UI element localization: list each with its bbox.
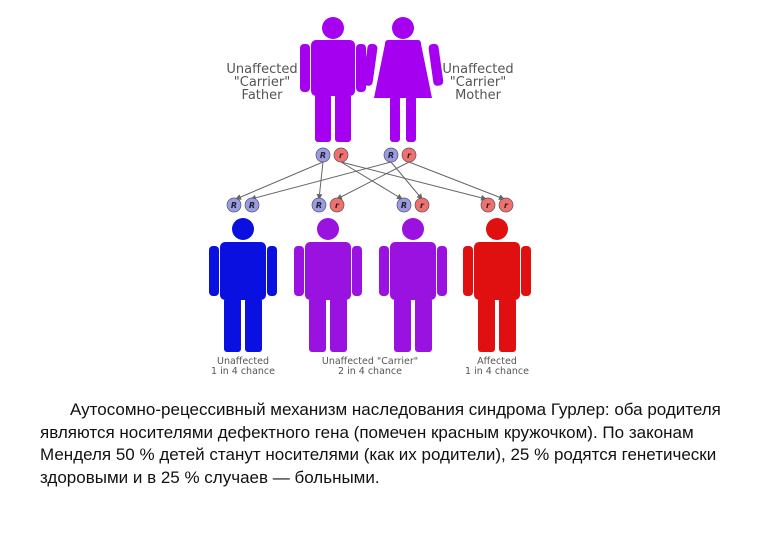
- svg-text:R: R: [320, 151, 326, 160]
- svg-text:Unaffected: Unaffected: [442, 62, 513, 77]
- caption: Аутосомно-рецессивный механизм наследова…: [40, 400, 721, 487]
- child-4-alleles: r r: [480, 197, 514, 213]
- svg-text:2 in 4 chance: 2 in 4 chance: [338, 366, 402, 377]
- svg-text:Father: Father: [242, 88, 284, 103]
- mother-alleles: R r: [383, 147, 417, 163]
- child-label-unaffected: Unaffected 1 in 4 chance: [211, 356, 275, 377]
- svg-text:r: r: [339, 151, 344, 160]
- child-label-carrier: Unaffected "Carrier" 2 in 4 chance: [322, 356, 418, 377]
- child-3-alleles: R r: [396, 197, 430, 213]
- child-1-alleles: R R: [226, 197, 260, 213]
- child-figure-affected: [463, 218, 531, 352]
- allele-dominant: [315, 147, 331, 163]
- svg-text:r: r: [504, 201, 509, 210]
- mother-figure: [362, 17, 444, 142]
- svg-text:R: R: [249, 201, 255, 210]
- svg-text:1 in 4 chance: 1 in 4 chance: [211, 366, 275, 377]
- svg-text:R: R: [401, 201, 407, 210]
- svg-text:r: r: [420, 201, 425, 210]
- svg-text:R: R: [388, 151, 394, 160]
- inheritance-diagram: Unaffected "Carrier" Father Unaffected "…: [209, 17, 531, 377]
- child-figure-carrier: [294, 218, 362, 352]
- svg-text:r: r: [407, 151, 412, 160]
- child-figure-unaffected: [209, 218, 277, 352]
- allele-recessive: [333, 147, 349, 163]
- svg-text:Unaffected "Carrier": Unaffected "Carrier": [322, 356, 418, 367]
- father-label: Unaffected "Carrier" Father: [226, 62, 297, 103]
- svg-text:R: R: [316, 201, 322, 210]
- svg-text:Unaffected: Unaffected: [217, 356, 269, 367]
- svg-text:R: R: [231, 201, 237, 210]
- inheritance-lines: [235, 161, 505, 201]
- mother-label: Unaffected "Carrier" Mother: [442, 62, 513, 103]
- father-figure: [300, 17, 366, 142]
- child-label-affected: Affected 1 in 4 chance: [465, 356, 529, 377]
- svg-text:"Carrier": "Carrier": [450, 75, 506, 90]
- svg-text:1 in 4 chance: 1 in 4 chance: [465, 366, 529, 377]
- svg-text:Unaffected: Unaffected: [226, 62, 297, 77]
- svg-text:Affected: Affected: [477, 356, 517, 367]
- svg-text:r: r: [335, 201, 340, 210]
- svg-text:Mother: Mother: [455, 88, 502, 103]
- allele-dominant: [383, 147, 399, 163]
- child-2-alleles: R r: [311, 197, 345, 213]
- allele-recessive: [401, 147, 417, 163]
- svg-text:r: r: [486, 201, 491, 210]
- child-figure-carrier: [379, 218, 447, 352]
- father-alleles: R r: [315, 147, 349, 163]
- svg-text:"Carrier": "Carrier": [234, 75, 290, 90]
